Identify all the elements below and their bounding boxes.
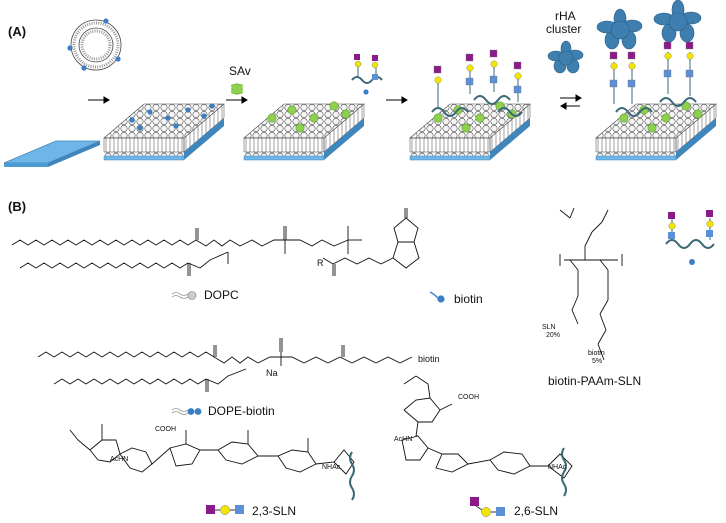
panel-a-label: (A): [8, 24, 27, 39]
sln23-nhac: NHAc: [322, 464, 341, 471]
glycoconjugate-tails: [349, 447, 567, 501]
dope-biotin-tag: biotin: [418, 354, 440, 364]
biotin-icon: [429, 291, 445, 303]
paam-sln-pct: 20%: [546, 332, 561, 339]
dopc-chain-2: [19, 262, 189, 269]
sln26-cooh: COOH: [458, 394, 479, 401]
dope-chain-2: [53, 378, 207, 385]
bilayer-2: [243, 103, 365, 161]
ha-cluster-bound-2: [653, 0, 702, 43]
cluster-label-line1: rHA: [555, 9, 576, 23]
dope-na-label: Na: [266, 368, 278, 378]
dope-biotin-icon: [171, 408, 202, 415]
bilayer-1: [103, 103, 225, 161]
bilayer-3: [409, 103, 531, 161]
streptavidin-icon: [231, 83, 243, 95]
biotin-r-label: R: [317, 258, 324, 268]
sln23-label: 2,3-SLN: [252, 504, 297, 518]
cluster-label-line2: cluster: [546, 22, 582, 36]
ha-cluster-free: [547, 40, 584, 74]
sln26-label: 2,6-SLN: [514, 504, 559, 518]
glycan-heads-stack4: [609, 41, 694, 88]
paam-biotin-pct: 5%: [592, 358, 603, 365]
dopc-chain-1: [11, 239, 197, 246]
paam-biotin-label: biotin: [588, 350, 605, 357]
dopc-label: DOPC: [204, 288, 239, 302]
bilayer-4: [595, 103, 717, 161]
sln23-glycan-icon: [206, 505, 244, 515]
lipid-vesicle: [67, 18, 122, 71]
sln23-structure: [69, 424, 355, 475]
dopc-icon: [171, 291, 197, 300]
chem-structures: [11, 207, 623, 479]
sln26-glycan-icon: [470, 497, 505, 517]
sln23-cooh: COOH: [155, 426, 176, 433]
ha-cluster-bound-1: [596, 8, 643, 50]
biotin-label: biotin: [454, 292, 483, 306]
dope-biotin-label: DOPE-biotin: [208, 404, 275, 418]
biotin-structure: [322, 208, 420, 276]
glass-substrate: [3, 140, 101, 164]
sln26-nhac: NHAc: [548, 464, 567, 471]
sav-label: SAv: [229, 64, 251, 78]
paam-structure: [559, 207, 623, 361]
paam-glycan-icon: [665, 210, 715, 265]
sln23-achn: AcHN: [110, 456, 129, 463]
paam-sln-label: SLN: [542, 324, 556, 331]
sln26-achn: AcHN: [394, 436, 413, 443]
paam-label: biotin-PAAm-SLN: [548, 374, 642, 388]
sln26-structure: [401, 375, 573, 479]
glycopolymer-free: [351, 54, 383, 95]
panel-b-label: (B): [8, 199, 27, 214]
glycan-heads-stack3: [433, 49, 522, 94]
biotin-headgroups: [129, 103, 215, 131]
dope-chain-1: [37, 351, 215, 358]
